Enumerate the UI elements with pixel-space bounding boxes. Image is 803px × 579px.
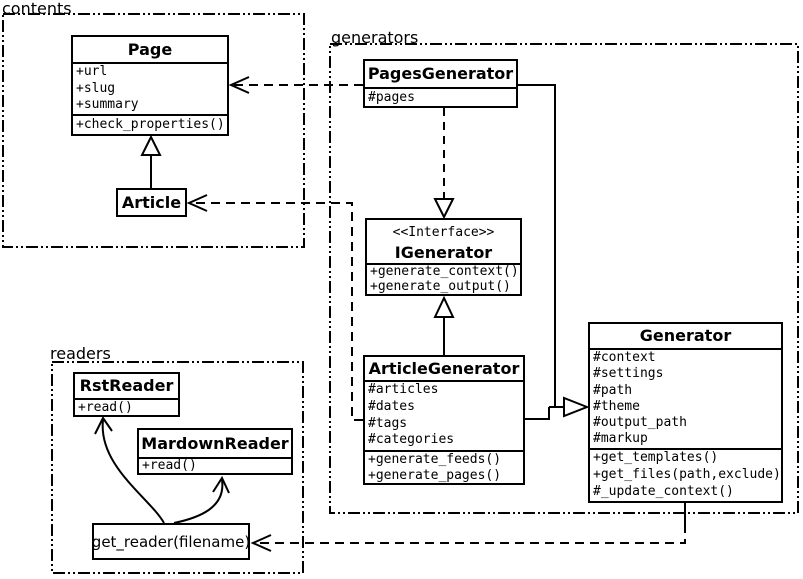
getreader-to-rstreader-arrow: [94, 416, 165, 524]
rstreader-methods-compartment: +read(): [75, 398, 178, 415]
getreader-to-mardownreader-arrow: [173, 475, 230, 524]
class-title-mardownreader: MardownReader: [141, 434, 289, 453]
attribute: #markup: [593, 431, 648, 447]
generator-to-getreader-dependency-arrow: [250, 503, 686, 552]
method: #_update_context(): [593, 483, 734, 499]
class-title-rstreader: RstReader: [79, 376, 174, 395]
generators-to-generator-inheritance-arrow: [518, 84, 590, 420]
attribute: #output_path: [593, 415, 687, 431]
pagesgenerator-attributes-compartment: #pages: [365, 87, 516, 106]
attribute: #categories: [368, 432, 455, 448]
generator-attributes-compartment: #context #settings #path #theme #output_…: [590, 348, 781, 448]
method: +read(): [78, 400, 133, 415]
attribute: +summary: [76, 97, 139, 113]
get-reader-function-box: get_reader(filename): [92, 523, 250, 560]
class-title-igenerator: IGenerator: [394, 243, 493, 262]
class-box-articlegenerator: ArticleGenerator #articles #dates #tags …: [363, 355, 525, 485]
attribute: #context: [593, 350, 656, 365]
interface-stereotype: <<Interface>>: [392, 225, 495, 240]
get-reader-label: get_reader(filename): [91, 532, 251, 551]
articlegenerator-methods-compartment: +generate_feeds() +generate_pages(): [365, 450, 523, 483]
attribute: #path: [593, 382, 633, 398]
mardownreader-methods-compartment: +read(): [139, 457, 291, 473]
contents-package-label: contents: [2, 0, 72, 18]
method: +check_properties(): [76, 117, 225, 132]
attribute: #pages: [368, 90, 415, 105]
class-title-page: Page: [127, 40, 173, 59]
attribute: #theme: [593, 398, 640, 414]
class-box-generator: Generator #context #settings #path #them…: [588, 322, 783, 503]
generators-package-border: [329, 43, 799, 514]
igenerator-methods-compartment: +generate_context() +generate_output(): [367, 263, 520, 294]
igenerator-title-compartment: <<Interface>> IGenerator: [367, 220, 520, 263]
class-title-generator: Generator: [639, 326, 732, 345]
readers-package-label: readers: [50, 344, 111, 363]
class-title-article: Article: [121, 193, 182, 212]
articlegenerator-to-igenerator-inheritance-arrow: [433, 295, 455, 355]
method: +get_files(path,exclude): [593, 466, 781, 482]
class-box-article: Article: [116, 188, 187, 217]
class-box-mardownreader: MardownReader +read(): [137, 428, 293, 475]
method: +generate_feeds(): [368, 452, 502, 467]
attribute: +slug: [76, 80, 116, 96]
articlegenerator-attributes-compartment: #articles #dates #tags #categories: [365, 380, 523, 450]
pagesgenerator-to-igenerator-realization-arrow: [433, 108, 455, 220]
attribute: #settings: [593, 366, 664, 382]
method: +read(): [142, 458, 197, 473]
class-title-articlegenerator: ArticleGenerator: [368, 359, 520, 378]
attribute: +url: [76, 64, 108, 79]
method: +get_templates(): [593, 450, 719, 465]
attribute: #tags: [368, 415, 408, 431]
generator-methods-compartment: +get_templates() +get_files(path,exclude…: [590, 448, 781, 501]
attribute: #dates: [368, 398, 415, 414]
contents-package-border: [2, 13, 305, 248]
class-box-rstreader: RstReader +read(): [73, 372, 180, 417]
page-methods-compartment: +check_properties(): [73, 114, 227, 134]
method: +generate_pages(): [368, 467, 502, 483]
attribute: #articles: [368, 382, 439, 397]
class-title-pagesgenerator: PagesGenerator: [367, 64, 514, 83]
articlegenerator-to-article-dependency-arrow: [186, 194, 363, 421]
page-attributes-compartment: +url +slug +summary: [73, 62, 227, 114]
method: +generate_output(): [370, 278, 511, 294]
class-box-page: Page +url +slug +summary +check_properti…: [71, 35, 229, 136]
article-to-page-inheritance-arrow: [140, 134, 162, 188]
pagesgenerator-to-page-dependency-arrow: [228, 76, 363, 94]
generators-package-label: generators: [331, 28, 419, 47]
method: +generate_context(): [370, 264, 519, 279]
class-box-igenerator: <<Interface>> IGenerator +generate_conte…: [365, 218, 522, 296]
class-box-pagesgenerator: PagesGenerator #pages: [363, 59, 518, 108]
readers-package-border: [51, 361, 304, 574]
